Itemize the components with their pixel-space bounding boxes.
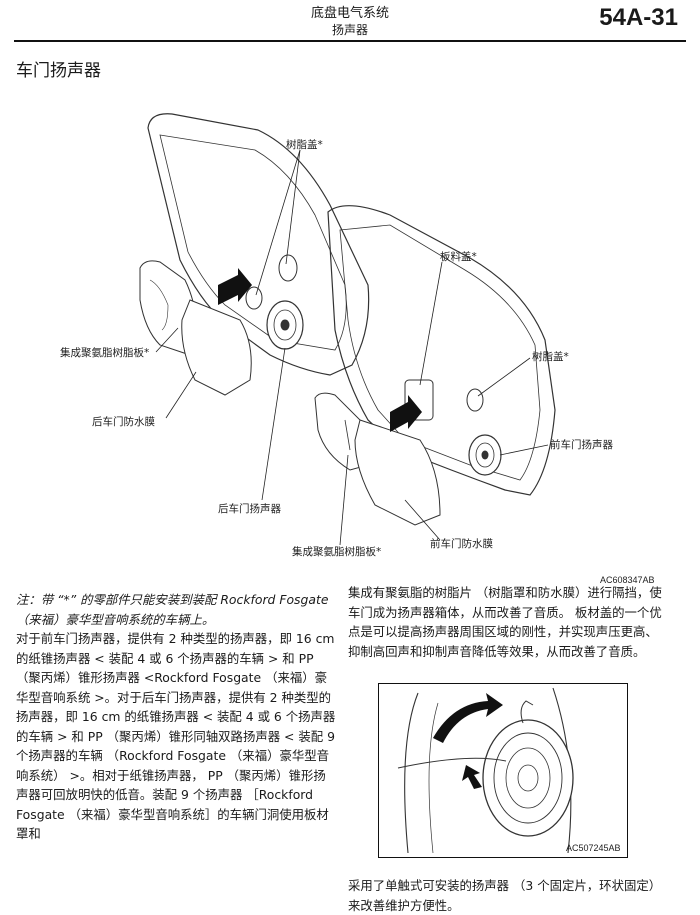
connector — [520, 700, 534, 724]
header-rule — [14, 40, 686, 42]
label-resin-cover-top: 树脂盖* — [286, 138, 323, 151]
page-number: 54A-31 — [599, 4, 678, 31]
right-text-column: 集成有聚氨脂的树脂片 （树脂罩和防水膜）进行隔挡，使车门成为扬声器箱体，从而改善… — [348, 583, 670, 661]
figure2-code: AC507245AB — [566, 843, 621, 853]
label-rear-membrane: 后车门防水膜 — [92, 415, 155, 428]
door-speaker-exploded-figure: 树脂盖* 板料盖* 树脂盖* 前车门扬声器 集成聚氨脂树脂板* 后车门防水膜 后… — [60, 113, 655, 585]
rear-membrane-sheet — [181, 299, 252, 396]
leader-lines — [155, 149, 549, 546]
note-paragraph: 注：带 “*” 的零部件只能安装到装配 Rockford Fosgate （来福… — [16, 592, 329, 627]
label-resin-cover-right: 树脂盖* — [532, 350, 569, 363]
front-membrane-sheet — [354, 419, 441, 526]
rotation-arrows — [433, 693, 503, 789]
section-title: 车门扬声器 — [16, 61, 101, 81]
label-rear-speaker: 后车门扬声器 — [218, 502, 281, 515]
left-body-paragraph: 对于前车门扬声器，提供有 2 种类型的扬声器，即 16 cm 的纸锥扬声器 < … — [16, 631, 336, 841]
chapter-title: 底盘电气系统 — [310, 6, 389, 21]
label-integrated-panel-left: 集成聚氨脂树脂板* — [60, 346, 149, 359]
speaker-install-figure: AC507245AB — [378, 683, 628, 858]
section-subtitle: 扬声器 — [331, 23, 368, 37]
front-door-outline — [327, 205, 556, 496]
label-plate-cover: 板料盖* — [440, 250, 477, 263]
figure2-caption: 采用了单触式可安装的扬声器 （3 个固定片，环状固定）来改善维护方便性。 — [348, 878, 662, 913]
rear-door-speaker — [266, 300, 304, 350]
front-door-speaker — [468, 434, 502, 476]
left-text-column: 注：带 “*” 的零部件只能安装到装配 Rockford Fosgate （来福… — [16, 590, 336, 844]
figure1-code: AC608347AB — [600, 575, 655, 585]
install-arrows — [218, 268, 422, 432]
label-integrated-panel-bottom: 集成聚氨脂树脂板* — [292, 545, 381, 558]
wire-harness — [397, 757, 507, 769]
rear-door-outline — [147, 113, 370, 376]
right-body-paragraph: 集成有聚氨脂的树脂片 （树脂罩和防水膜）进行隔挡，使车门成为扬声器箱体，从而改善… — [348, 585, 662, 659]
speaker-unit — [482, 719, 574, 837]
label-front-speaker: 前车门扬声器 — [550, 438, 613, 451]
label-front-membrane: 前车门防水膜 — [430, 537, 493, 550]
